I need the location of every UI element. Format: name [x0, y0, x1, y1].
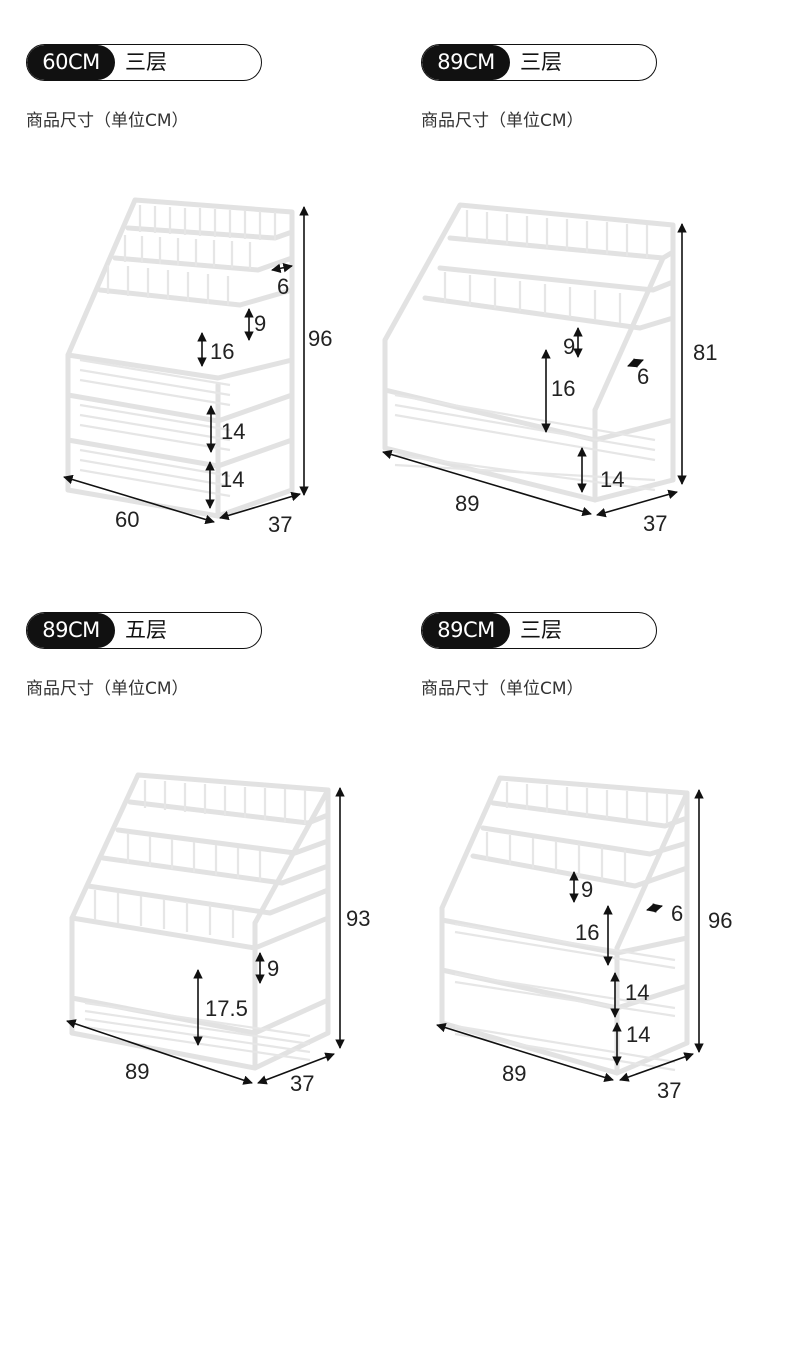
width-arrow: [63, 474, 215, 525]
size-label: 89CM: [422, 45, 510, 80]
gap-d-label: 14: [600, 467, 624, 492]
width-label: 60: [115, 507, 139, 532]
rack-diagram: 81 89 37 9 6 16 14: [382, 202, 717, 536]
depth-label: 37: [268, 512, 292, 537]
tier-label: 三层: [520, 618, 562, 642]
depth-label: 37: [657, 1078, 681, 1103]
depth-arrow: [219, 491, 301, 521]
size-tier-badge: 89CM 三层: [421, 612, 657, 649]
size-tier-badge: 60CM 三层: [26, 44, 262, 81]
dimension-subtitle: 商品尺寸（单位CM）: [26, 679, 189, 699]
gap-a-arrow: [271, 262, 293, 274]
width-arrow: [436, 1022, 614, 1083]
gap-a-label: 6: [277, 274, 289, 299]
gap-b-arrow: [627, 358, 644, 368]
tier-label: 五层: [125, 618, 167, 642]
size-tier-badge: 89CM 五层: [26, 612, 262, 649]
rack-frame: [382, 202, 676, 503]
gap-b-label: 6: [671, 901, 683, 926]
gap-b-arrow: [646, 903, 663, 913]
depth-arrow: [596, 489, 678, 518]
gap-a-label: 9: [581, 877, 593, 902]
size-label: 89CM: [27, 613, 115, 648]
rack-frame: [65, 197, 295, 519]
gap-b-label: 6: [637, 364, 649, 389]
tier-label: 三层: [125, 50, 167, 74]
gap-b-label: 9: [254, 311, 266, 336]
gap-c-label: 16: [210, 339, 234, 364]
rack-frame: [69, 772, 331, 1071]
width-label: 89: [502, 1061, 526, 1086]
gap-c-label: 16: [575, 920, 599, 945]
tier-label: 三层: [520, 50, 562, 74]
product-card-4: 89CM 三层 商品尺寸（单位CM） 96 89 37: [395, 568, 790, 1136]
gap-e-label: 14: [626, 1022, 650, 1047]
height-label: 93: [346, 906, 370, 931]
rack-wires: [454, 782, 676, 1072]
gap-c-label: 16: [551, 376, 575, 401]
rack-diagram: 93 89 37 9 17.5: [66, 772, 370, 1096]
depth-label: 37: [290, 1071, 314, 1096]
size-label: 89CM: [422, 613, 510, 648]
depth-arrow: [619, 1052, 694, 1082]
gap-e-label: 14: [220, 467, 244, 492]
product-card-2: 89CM 三层 商品尺寸（单位CM） 81 89 37 9 6: [382, 0, 790, 568]
width-label: 89: [455, 491, 479, 516]
rack-diagram: 96 60 37 6 9 16 14 14: [63, 197, 332, 537]
width-arrow: [66, 1019, 253, 1085]
depth-label: 37: [643, 511, 667, 536]
width-label: 89: [125, 1059, 149, 1084]
dimension-subtitle: 商品尺寸（单位CM）: [421, 111, 584, 131]
dimension-subtitle: 商品尺寸（单位CM）: [421, 679, 584, 699]
gap-b-label: 17.5: [205, 996, 248, 1021]
size-tier-badge: 89CM 三层: [421, 44, 657, 81]
gap-a-label: 9: [563, 334, 575, 359]
rack-diagram: 96 89 37 9 6 16 14 14: [436, 775, 732, 1103]
rack-wires: [79, 205, 277, 498]
width-arrow: [382, 449, 592, 517]
rack-wires: [394, 210, 656, 492]
dimension-subtitle: 商品尺寸（单位CM）: [26, 111, 189, 131]
gap-a-label: 9: [267, 956, 279, 981]
height-label: 81: [693, 340, 717, 365]
height-label: 96: [308, 326, 332, 351]
height-label: 96: [708, 908, 732, 933]
product-card-1: 60CM 三层 商品尺寸（单位CM）: [0, 0, 395, 568]
gap-d-label: 14: [221, 419, 245, 444]
product-card-3: 89CM 五层 商品尺寸（单位CM） 93 89 37: [0, 568, 395, 1136]
depth-arrow: [257, 1052, 335, 1085]
gap-d-label: 14: [625, 980, 649, 1005]
size-label: 60CM: [27, 45, 115, 80]
